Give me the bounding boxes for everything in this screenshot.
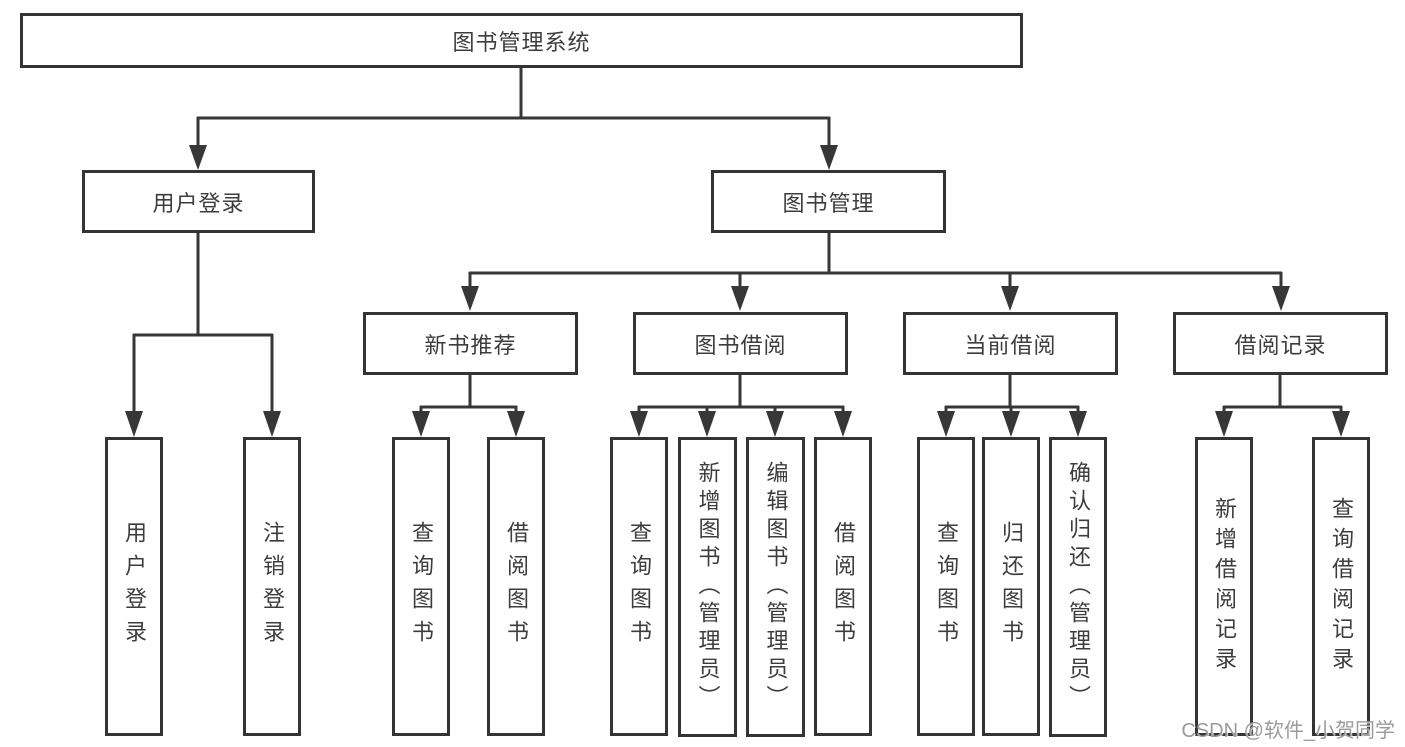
node-label: 借阅记录 [1234, 332, 1327, 358]
node-label: 新书推荐 [424, 332, 517, 358]
leaf-label: 用户登录 [122, 520, 147, 653]
leaf-query-books-1: 查询图书 [392, 437, 450, 736]
node-library-management-system: 图书管理系统 [20, 13, 1023, 68]
leaf-label: 查询图书 [627, 520, 652, 653]
node-new-book-recommend: 新书推荐 [363, 312, 578, 375]
connector-current-borrow-split [937, 375, 1087, 437]
leaf-label: 查询图书 [934, 520, 959, 653]
node-label: 图书管理系统 [452, 29, 591, 55]
leaf-borrow-books-1: 借阅图书 [487, 437, 545, 736]
leaf-borrow-books-2: 借阅图书 [814, 437, 872, 736]
node-book-management-branch: 图书管理 [711, 170, 946, 233]
leaf-user-login: 用户登录 [105, 437, 163, 736]
node-label: 当前借阅 [964, 332, 1057, 358]
node-book-borrow: 图书借阅 [633, 312, 848, 375]
leaf-label: 查询借阅记录 [1329, 496, 1354, 677]
node-label: 图书管理 [782, 190, 875, 216]
leaf-query-books-2: 查询图书 [610, 437, 668, 736]
leaf-label: 归还图书 [999, 520, 1024, 653]
connector-root-split [189, 68, 838, 170]
leaf-label: 新增图书（管理员） [695, 461, 721, 713]
connector-user-login-split [125, 233, 281, 437]
leaf-label: 借阅图书 [831, 520, 856, 653]
leaf-label: 注销登录 [260, 520, 285, 653]
node-current-borrow: 当前借阅 [903, 312, 1118, 375]
connector-book-borrow-split [630, 375, 852, 437]
leaf-label: 查询图书 [409, 520, 434, 653]
leaf-label: 编辑图书（管理员） [763, 461, 789, 713]
node-user-login-branch: 用户登录 [82, 170, 315, 233]
leaf-query-books-3: 查询图书 [917, 437, 975, 736]
leaf-confirm-return-admin: 确认归还（管理员） [1049, 437, 1107, 737]
csdn-watermark: CSDN @软件_小贺同学 [1181, 720, 1395, 742]
connector-borrow-records-split [1215, 375, 1350, 437]
connector-book-management-split [461, 233, 1290, 311]
leaf-label: 新增借阅记录 [1212, 496, 1237, 677]
leaf-label: 确认归还（管理员） [1066, 461, 1091, 713]
leaf-add-borrow-record: 新增借阅记录 [1195, 437, 1253, 736]
leaf-logout: 注销登录 [243, 437, 301, 736]
leaf-query-borrow-record: 查询借阅记录 [1312, 437, 1370, 736]
leaf-return-books: 归还图书 [982, 437, 1040, 736]
connector-new-books-split [412, 375, 525, 437]
node-label: 用户登录 [152, 190, 245, 216]
node-label: 图书借阅 [694, 332, 787, 358]
leaf-label: 借阅图书 [504, 520, 529, 653]
leaf-edit-books-admin: 编辑图书（管理员） [746, 437, 805, 737]
leaf-add-books-admin: 新增图书（管理员） [678, 437, 737, 737]
node-borrow-records: 借阅记录 [1173, 312, 1388, 375]
